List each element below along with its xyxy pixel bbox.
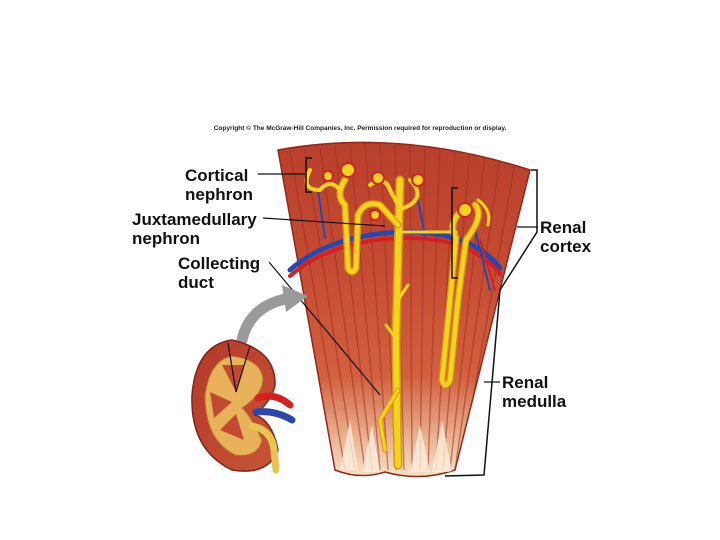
collecting-duct-structure [377,175,410,470]
collecting-duct-label-line1: Collecting [178,254,261,273]
renal-cortex-bracket [499,169,538,291]
renal-medulla-bracket [444,289,501,477]
renal-medulla-label-line1: Renal [502,373,549,392]
cortical-nephron-label-line1: Cortical [185,166,249,185]
copyright-notice: Copyright © The McGraw-Hill Companies, I… [213,125,507,132]
cortical-nephron-label: Cortical nephron [185,166,253,204]
renal-medulla-label: Renal medulla [502,373,566,411]
cortical-nephron-structure [304,162,425,276]
cortical-nephron-label-line2: nephron [185,185,253,204]
juxtamedullary-nephron-label-line2: nephron [132,229,200,248]
renal-cortex-label-line1: Renal [540,218,587,237]
renal-cortex-label: Renal cortex [540,218,591,256]
juxtamedullary-nephron-label-line1: Juxtamedullary [132,210,257,229]
juxtamedullary-nephron-structure [398,198,491,389]
juxtamedullary-bracket [451,187,458,279]
cortical-nephron-bracket [305,157,312,193]
brackets [305,157,538,477]
renal-medulla-label-line2: medulla [502,392,567,411]
magnify-arrow [236,285,308,346]
renal-pyramid-wedge [277,141,531,478]
juxtamedullary-nephron-label: Juxtamedullary nephron [132,210,257,248]
kidney-cross-section [191,339,296,474]
collecting-duct-label: Collecting duct [178,254,260,292]
collecting-duct-label-line2: duct [178,273,214,292]
leader-lines [258,173,538,396]
renal-cortex-label-line2: cortex [540,237,592,256]
